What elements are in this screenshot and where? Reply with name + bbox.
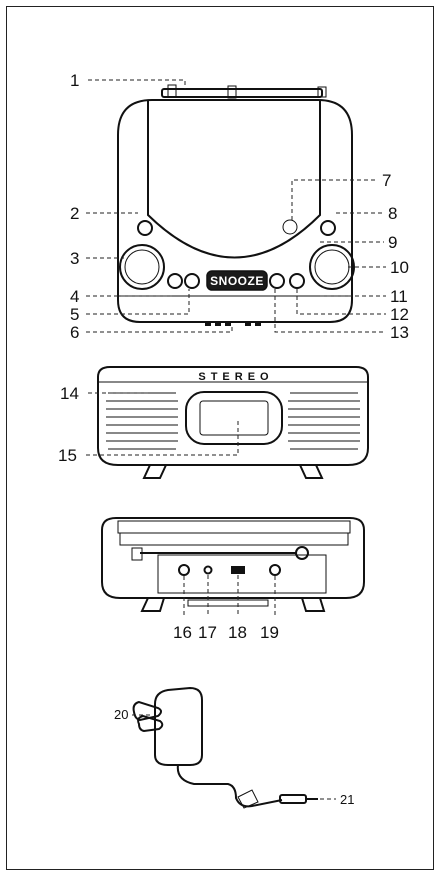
callout-12: 12 xyxy=(390,305,409,324)
port-aux xyxy=(178,564,190,576)
callout-6: 6 xyxy=(70,323,79,342)
callout-9: 9 xyxy=(388,233,397,252)
callout-5: 5 xyxy=(70,305,79,324)
callout-3: 3 xyxy=(70,249,79,268)
second-view: STEREO xyxy=(97,366,369,479)
leaders-adapter xyxy=(132,714,336,800)
dc-plug xyxy=(279,794,307,804)
callout-7: 7 xyxy=(382,171,391,190)
callout-14: 14 xyxy=(60,384,79,403)
callout-21: 21 xyxy=(340,792,354,807)
right-grille xyxy=(288,392,360,450)
port-phones xyxy=(203,565,213,575)
leaders-front xyxy=(86,79,386,333)
antenna-pivot xyxy=(295,546,309,560)
callout-18: 18 xyxy=(228,623,247,642)
cd-lid xyxy=(147,100,321,259)
cable xyxy=(176,764,283,808)
leaders-back xyxy=(183,575,276,615)
callout-labels: 1 2 3 4 5 6 7 8 9 10 11 12 13 14 15 16 1… xyxy=(58,71,409,807)
diagram-frame xyxy=(6,6,434,870)
front-body xyxy=(117,99,353,323)
callout-2: 2 xyxy=(70,204,79,223)
bottom-controls xyxy=(205,322,261,326)
snooze-bar xyxy=(206,270,268,291)
tuning-knob xyxy=(309,244,355,290)
display xyxy=(185,391,283,445)
callout-4: 4 xyxy=(70,287,79,306)
callout-16: 16 xyxy=(173,623,192,642)
callout-13: 13 xyxy=(390,323,409,342)
callout-8: 8 xyxy=(388,204,397,223)
left-grille xyxy=(106,392,178,450)
port-usb xyxy=(231,566,245,574)
sensor xyxy=(282,219,298,235)
power-adapter xyxy=(132,686,318,809)
leaders-second xyxy=(86,392,239,456)
front-view: SNOOZE xyxy=(117,84,355,326)
back-body xyxy=(101,517,365,599)
second-body xyxy=(97,366,369,466)
callout-11: 11 xyxy=(390,287,408,306)
antenna xyxy=(161,84,327,99)
callout-17: 17 xyxy=(198,623,217,642)
callout-19: 19 xyxy=(260,623,279,642)
callout-1: 1 xyxy=(70,71,79,90)
callout-20: 20 xyxy=(114,707,128,722)
volume-knob xyxy=(119,244,165,290)
port-dc xyxy=(269,564,281,576)
callout-10: 10 xyxy=(390,258,409,277)
back-view xyxy=(101,517,365,612)
grille-label: STEREO xyxy=(198,371,273,383)
snooze-label: SNOOZE xyxy=(210,274,264,288)
callout-15: 15 xyxy=(58,446,77,465)
plug-prongs xyxy=(132,700,164,733)
